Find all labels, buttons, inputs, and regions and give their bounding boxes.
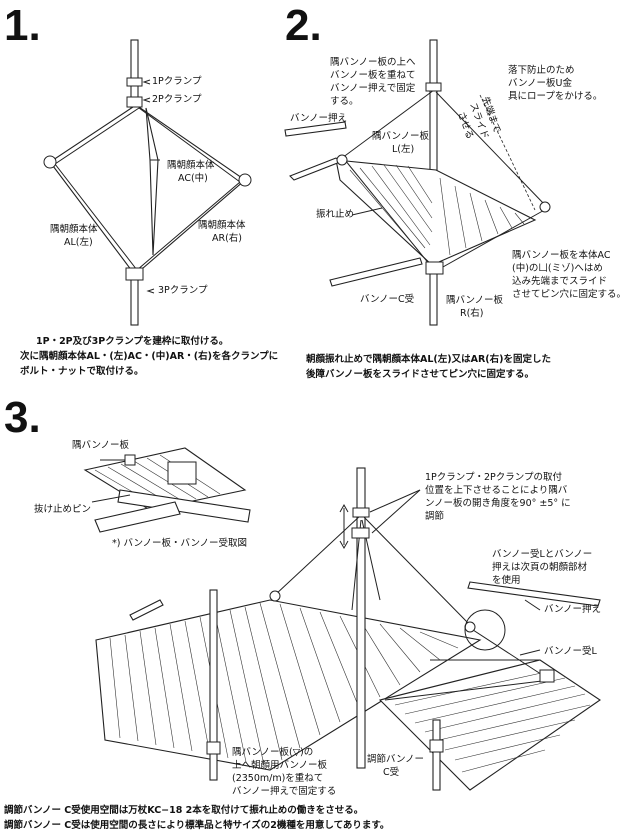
step3-label-uke-l: バンノー受L — [544, 645, 598, 657]
step3-osae-bar — [467, 581, 601, 607]
step2-caption-2: 後障バンノー板をスライドさせてピン穴に固定する。 — [306, 368, 534, 380]
step2-ac-note-4: させてピン穴に固定する。 — [512, 288, 620, 300]
step3-label-detail: *) バンノー板・バンノー受取図 — [112, 537, 247, 549]
step3-note-lower-2: 上へ朝顔用バンノー板 — [232, 759, 328, 771]
step1-clamp-2p — [126, 96, 143, 108]
step2-ac-note-1: 隅バンノー板を本体AC — [512, 249, 611, 261]
step3-detail-inset — [83, 447, 251, 533]
step1-joint-right — [238, 173, 252, 187]
step3-post — [356, 467, 366, 769]
step3-note-lower-4: バンノー押えで固定する — [232, 785, 336, 797]
step3-post-left — [209, 589, 218, 781]
arrow-1p — [142, 79, 151, 85]
step-3-panel: 3. 隅バンノー板 抜け止めピン *) バンノー板・バンノー受取図 — [4, 393, 601, 797]
step2-arm-right — [435, 91, 546, 206]
step3-highlight-circle — [464, 609, 506, 651]
step2-label-cuke: バンノーC受 — [360, 293, 414, 305]
step2-label-furedome: 振れ止め — [316, 208, 354, 220]
step2-note-top-3: バンノー押えで固定 — [330, 82, 416, 94]
label-1p-clamp: 1Pクランプ — [152, 76, 202, 87]
step2-note-top-2: バンノー板を重ねて — [330, 69, 416, 81]
step-2-panel: 2. 隅バンノー板の上へ バンノー板を重ねて — [284, 1, 620, 380]
step1-caption-2: 次に隅朝顔本体AL・(左)AC・(中)AR・(右)を各クランプに — [20, 350, 278, 362]
step-3-number: 3. — [4, 393, 41, 442]
step2-ac-note-2: (中)の凵(ミゾ)へはめ — [512, 262, 603, 274]
step3-label-chosetsu-1: 調節バンノー — [367, 753, 424, 765]
step2-ac-note-3: 込み先端までスライド — [512, 275, 607, 287]
step2-label-sumi-r-2: R(右) — [460, 307, 484, 319]
step2-note-top-4: する。 — [330, 96, 359, 107]
step3-note-clamp-3: ンノー板の開き角度を90° ±5° に — [425, 497, 571, 509]
step2-label-sumi-l-1: 隅バンノー板 — [372, 130, 430, 142]
step3-note-lower-1: 隅バンノー板(▽)の — [232, 746, 313, 758]
step3-arm-left — [274, 514, 362, 596]
label-ac-1: 隅朝顔本体 — [167, 159, 215, 171]
step2-rope-note-2: バンノー板U金 — [508, 77, 572, 89]
step1-clamp-3p — [125, 267, 144, 281]
step2-caption-1: 朝顔振れ止めで隅朝顔本体AL(左)又はAR(右)を固定した — [306, 353, 551, 365]
step3-detail-rail — [117, 489, 251, 523]
step1-caption-3: ボルト・ナットで取付ける。 — [20, 365, 144, 377]
step2-label-sumi-r-1: 隅バンノー板 — [446, 294, 504, 306]
label-3p-clamp: 3Pクランプ — [158, 285, 208, 296]
step2-rope-note-1: 落下防止のため — [508, 64, 575, 76]
step3-label-chosetsu-2: C受 — [383, 766, 399, 778]
step3-deck-left — [95, 599, 482, 771]
step2-c-uke-bar — [329, 257, 423, 287]
step3-note-lower-3: (2350m/m)を重ねて — [232, 772, 323, 784]
step-1-panel: 1. 1Pクランプ 2Pクランプ 隅朝顔本体 AC(中) 隅朝顔本体 AL(左)… — [4, 1, 278, 377]
step-1-number: 1. — [4, 1, 41, 50]
step2-note-top-1: 隅バンノー板の上へ — [330, 56, 416, 68]
step2-rope-note-3: 具にロープをかける。 — [508, 91, 602, 102]
step2-label-osae: バンノー押え — [290, 112, 347, 124]
step3-note-uke-3: を使用 — [492, 574, 521, 586]
step3-label-osae: バンノー押え — [544, 603, 601, 615]
step3-note-uke-2: 押えは次頁の朝顔部材 — [492, 561, 588, 573]
step1-clamp-1p — [126, 77, 143, 87]
step2-label-sumi-l-2: L(左) — [392, 143, 414, 155]
step3-label-pin: 抜け止めピン — [34, 503, 91, 515]
step3-deck-right-hatch — [394, 669, 591, 773]
step3-note-uke-1: バンノー受Lとバンノー — [492, 548, 592, 560]
step2-arm-left — [341, 89, 435, 159]
adjust-arrow — [339, 503, 349, 550]
label-ac-2: AC(中) — [178, 172, 208, 184]
step2-osae-bar — [284, 121, 347, 137]
label-ar-1: 隅朝顔本体 — [198, 219, 246, 231]
step3-detail-bracket — [167, 461, 197, 485]
step3-note-clamp-4: 調節 — [425, 510, 445, 522]
footer-line-1: 調節バンノー C受使用空間は万杖KC−18 2本を取付けて振れ止めの働きをさせる… — [4, 804, 363, 816]
footer-line-2: 調節バンノー C受は使用空間の長さにより標準品と特サイズの2機種を用意してありま… — [4, 819, 389, 831]
step2-furedome-pointer — [351, 207, 383, 216]
label-al-2: AL(左) — [64, 236, 93, 248]
step3-note-clamp-2: 位置を上下させることにより隅バ — [425, 484, 568, 496]
step3-arm-right — [361, 514, 471, 626]
label-2p-clamp: 2Pクランプ — [152, 94, 202, 105]
step3-label-sumi: 隅バンノー板 — [72, 439, 130, 451]
step2-rope — [479, 94, 536, 211]
label-ar-2: AR(右) — [212, 232, 242, 244]
step-2-number: 2. — [285, 1, 322, 50]
step1-ac-arm — [145, 107, 159, 256]
step1-joint-left — [43, 155, 57, 169]
step1-caption-1: 1P・2P及び3Pクランプを建枠に取付ける。 — [36, 335, 228, 347]
step2-deck — [335, 159, 537, 266]
step3-post-right — [432, 719, 441, 791]
step3-note-clamp-1: 1Pクランプ・2Pクランプの取付 — [425, 472, 562, 483]
label-al-1: 隅朝顔本体 — [50, 223, 98, 235]
